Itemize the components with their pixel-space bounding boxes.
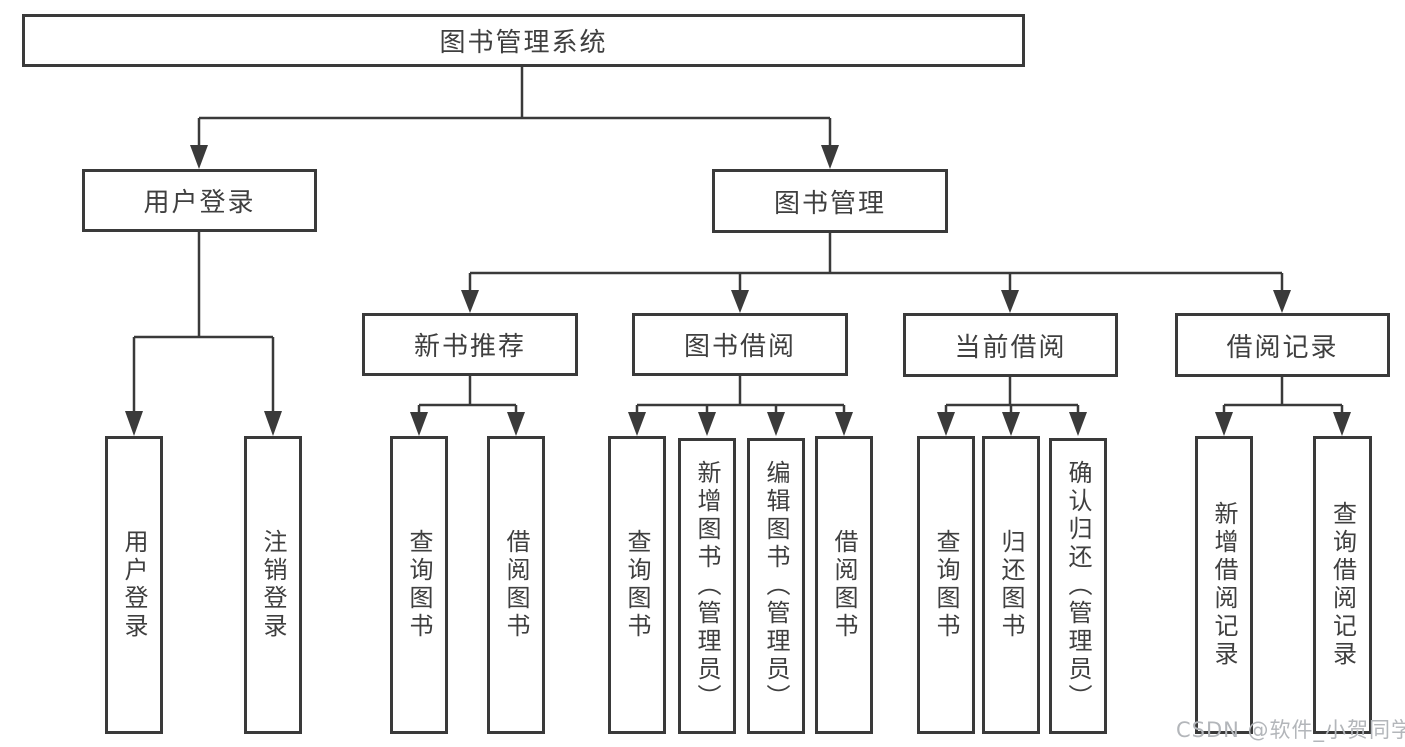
node-root: 图书管理系统: [22, 14, 1025, 67]
node-query-books-recommend: 查询图书: [390, 436, 448, 734]
node-return-books: 归还图书: [982, 436, 1040, 734]
node-query-books-current: 查询图书: [917, 436, 975, 734]
node-add-books-admin: 新增图书（管理员）: [678, 438, 736, 734]
node-query-books-borrow: 查询图书: [608, 436, 666, 734]
node-edit-books-admin: 编辑图书（管理员）: [747, 438, 805, 734]
node-user-login-action: 用户登录: [105, 436, 163, 734]
node-borrow-records: 借阅记录: [1175, 313, 1390, 377]
node-query-borrow-record: 查询借阅记录: [1313, 436, 1372, 734]
csdn-watermark: CSDN @软件_小贺同学: [1176, 718, 1405, 742]
node-book-borrowing: 图书借阅: [632, 313, 848, 376]
node-new-book-recommendation: 新书推荐: [362, 313, 578, 376]
node-current-borrowing: 当前借阅: [903, 313, 1118, 377]
node-user-login: 用户登录: [82, 169, 317, 232]
node-confirm-return-admin: 确认归还（管理员）: [1049, 438, 1107, 734]
connector-arrowheads: [125, 145, 1351, 436]
connector-stems: [132, 66, 1344, 413]
node-add-borrow-record: 新增借阅记录: [1195, 436, 1253, 734]
node-borrow-books-recommend: 借阅图书: [487, 436, 545, 734]
node-logout: 注销登录: [244, 436, 302, 734]
node-borrow-books: 借阅图书: [815, 436, 873, 734]
node-book-management: 图书管理: [712, 169, 948, 233]
